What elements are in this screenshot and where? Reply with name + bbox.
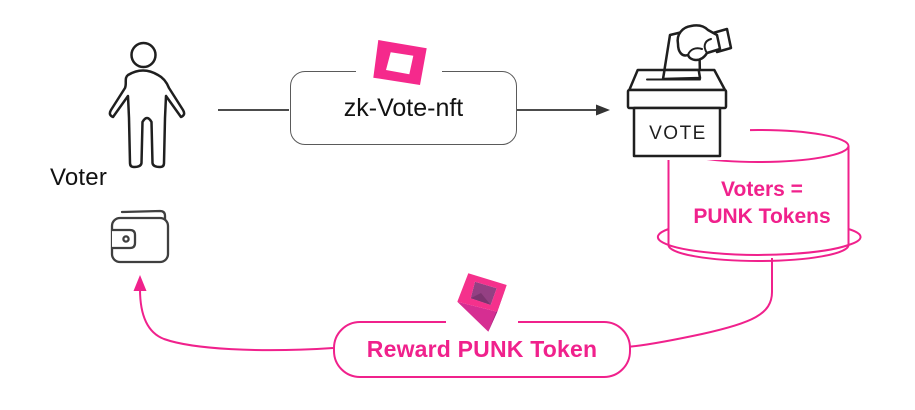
reward-punk-token-label: Reward PUNK Token xyxy=(366,336,598,362)
token-store-label-line2: PUNK Tokens xyxy=(693,205,830,228)
hand-thumb-line xyxy=(703,38,712,54)
edge-reward-to-wallet xyxy=(139,288,334,352)
wallet-icon xyxy=(110,209,170,264)
edge-zkbox-arrowhead xyxy=(596,104,610,116)
token-store-label-line1: Voters = xyxy=(721,178,803,201)
ballot-box-hand-icon: VOTE xyxy=(616,8,750,160)
hand xyxy=(676,24,722,62)
ballot-paper-lower xyxy=(661,68,702,81)
ballot-box-body xyxy=(632,106,722,158)
voter-label: Voter xyxy=(50,164,108,191)
nft-token-icon xyxy=(356,32,442,90)
ballot-box-label: VOTE xyxy=(649,123,707,144)
edge-reward-arrowhead xyxy=(133,275,147,291)
gem-token-icon xyxy=(446,260,518,336)
zk-vote-nft-label: zk-Vote-nft xyxy=(343,93,464,122)
edge-store-to-reward xyxy=(626,258,773,348)
token-store-cylinder: Voters = PUNK Tokens xyxy=(656,129,862,262)
hand-finger-line xyxy=(687,47,703,56)
person-icon xyxy=(108,41,186,169)
ballot-box-rim xyxy=(626,88,728,110)
